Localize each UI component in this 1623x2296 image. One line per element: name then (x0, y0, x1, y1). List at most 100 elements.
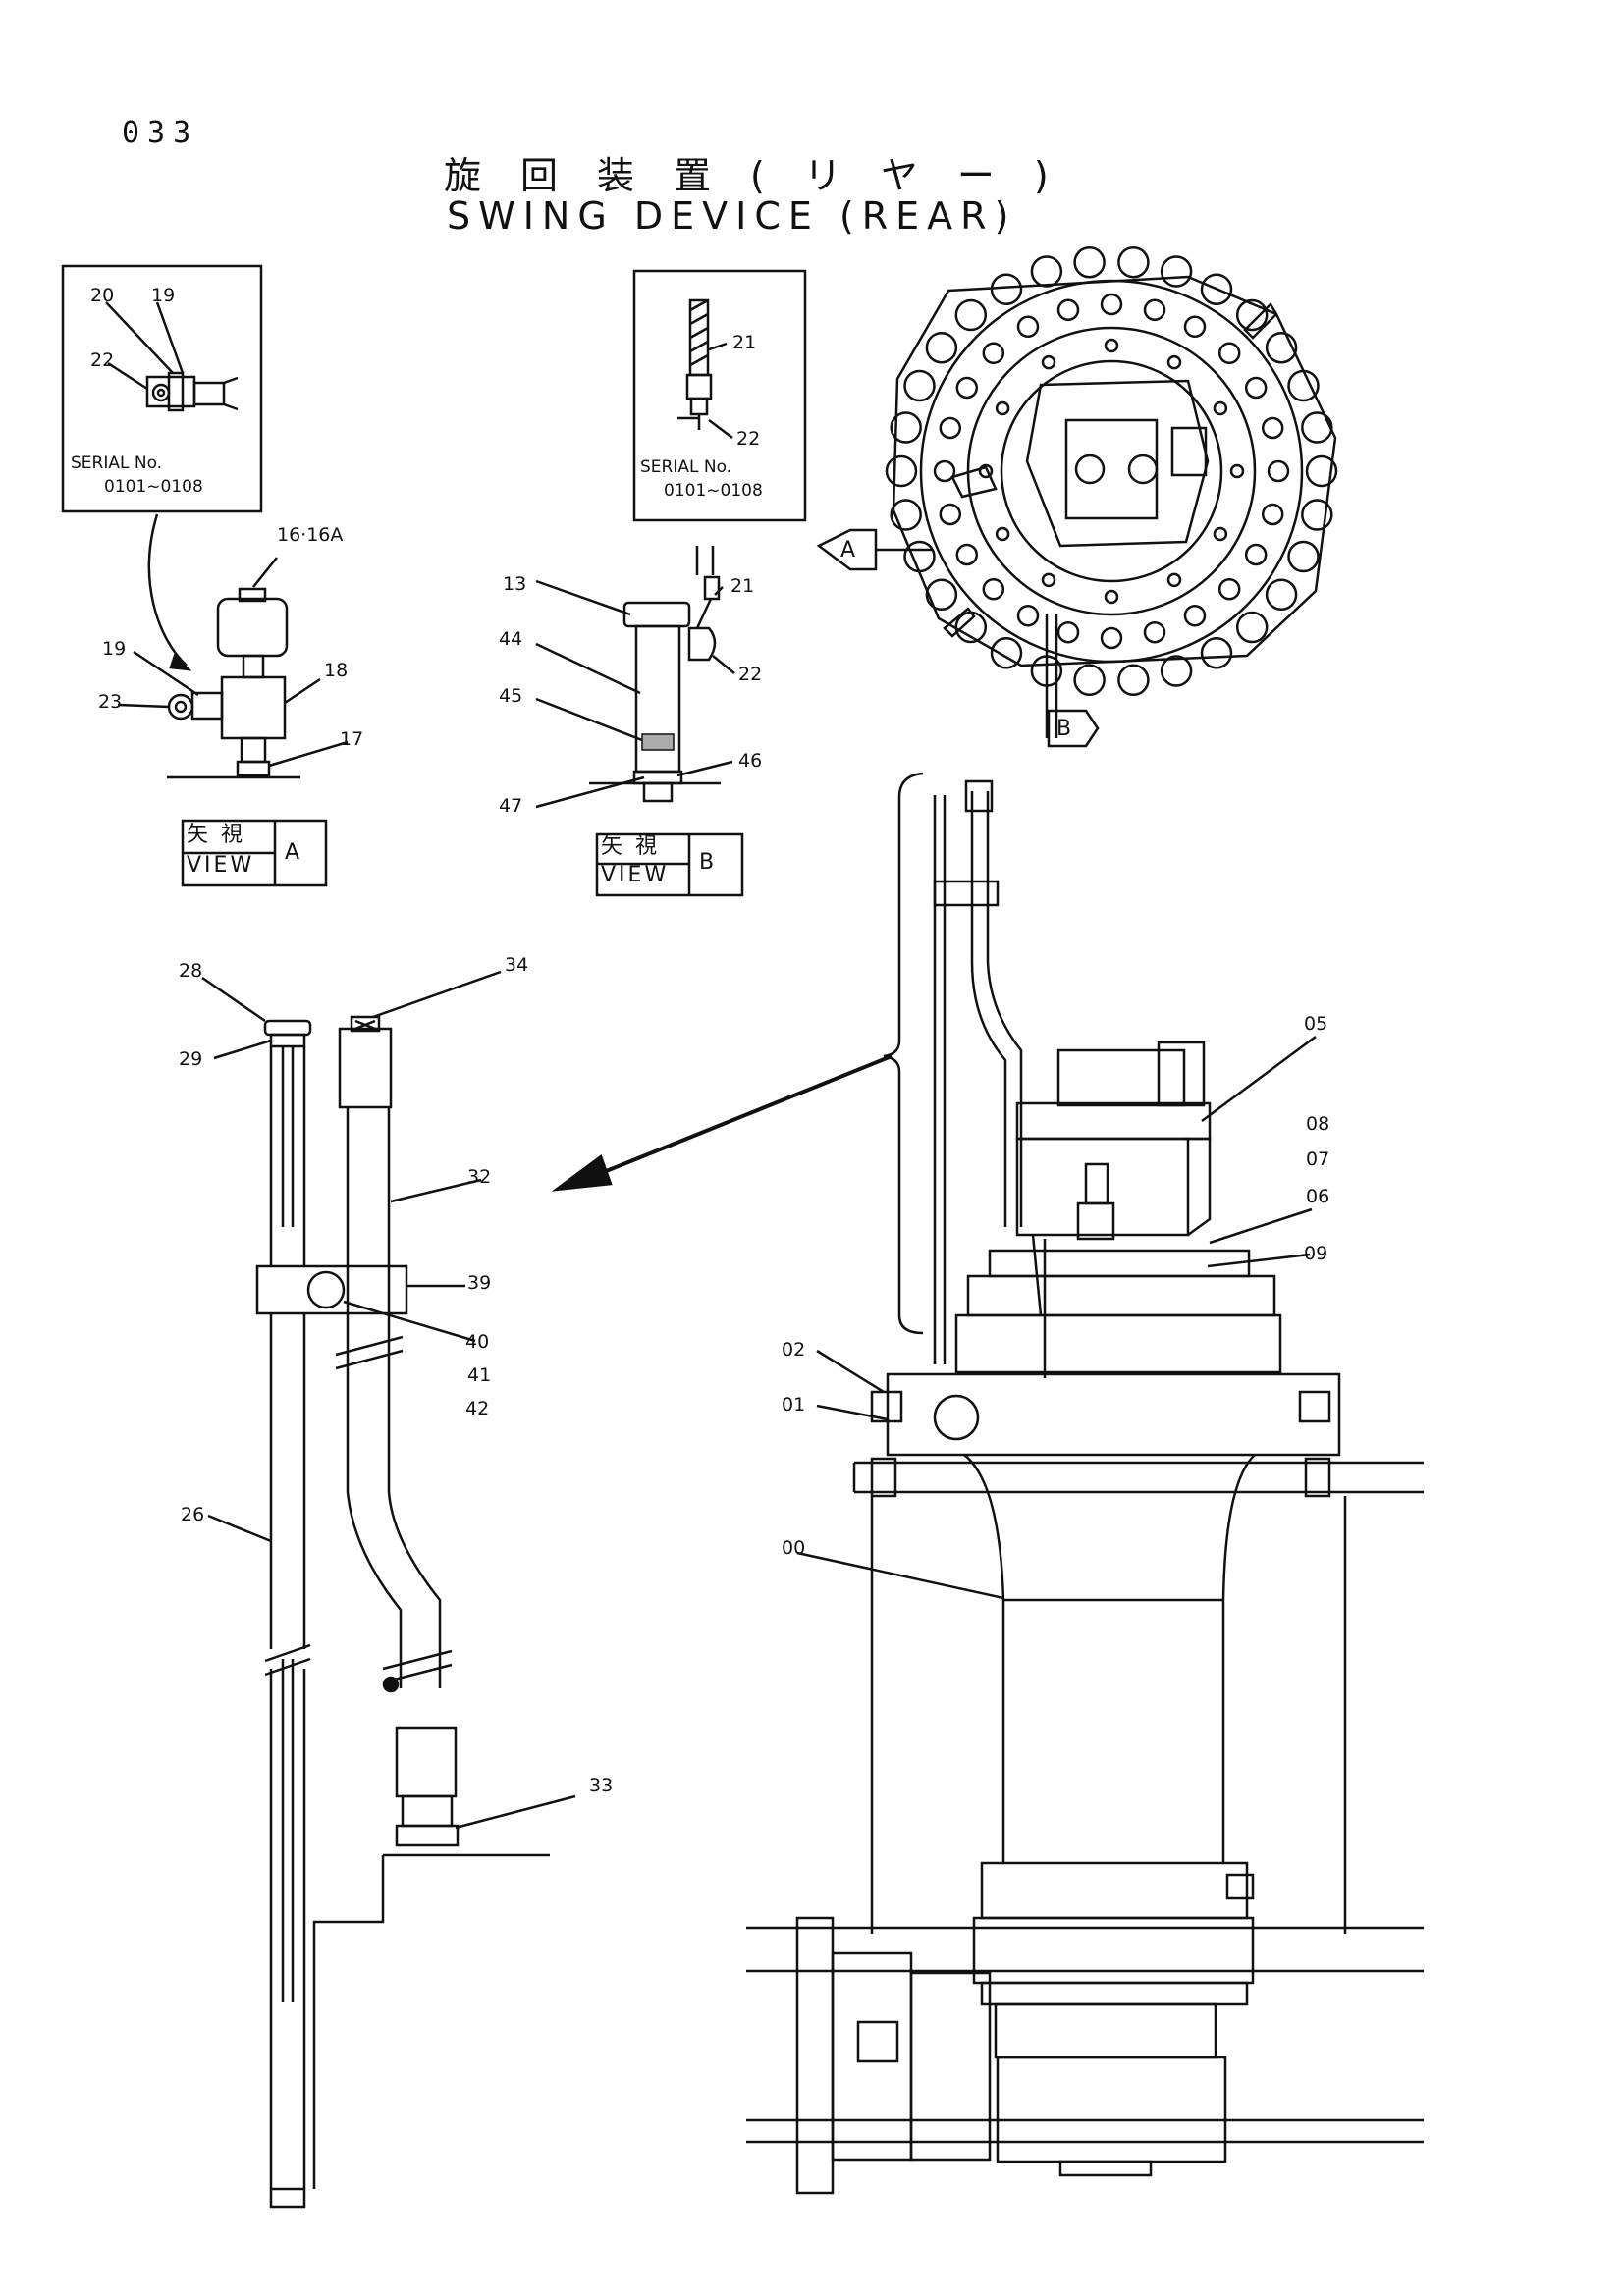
inner-bolt-hole (982, 577, 1005, 601)
outer-bolt-hole (903, 369, 936, 402)
inset-b-serial: SERIAL No. 0101~0108 (640, 455, 763, 503)
inner-bolt-hole (933, 459, 956, 483)
inner-bolt-hole (982, 342, 1005, 365)
inset-b-frame (632, 269, 807, 522)
main-assembly (746, 779, 1424, 2195)
callout-39: 39 (467, 1272, 492, 1294)
inner-bolt-hole (1056, 620, 1080, 644)
outer-bolt-hole (1305, 454, 1338, 488)
center-bolt-hole (995, 526, 1010, 542)
outer-bolt-hole (1265, 578, 1298, 612)
inner-bolt-hole (1100, 626, 1123, 650)
center-bolt-hole (1166, 572, 1182, 588)
inner-bolt-hole (1100, 293, 1123, 316)
view-a-jp: 矢 視 (187, 823, 245, 847)
view-a-assembly (117, 557, 349, 779)
callout-05: 05 (1304, 1013, 1328, 1035)
outer-bolt-hole (925, 578, 958, 612)
inner-bolt-hole (1217, 342, 1241, 365)
callout-28: 28 (179, 960, 203, 982)
inner-bolt-hole (1016, 315, 1040, 339)
title-japanese: 旋回装置(リヤー) (444, 154, 1088, 197)
inner-bolt-hole (1217, 577, 1241, 601)
callout-33: 33 (589, 1775, 614, 1796)
callout-22-inset: 22 (90, 349, 115, 371)
center-bolt-hole (1213, 526, 1228, 542)
center-bolt-hole (1041, 354, 1056, 370)
callout-22: 22 (738, 664, 763, 685)
inner-bolt-hole (939, 416, 962, 440)
outer-bolt-hole (1200, 637, 1233, 669)
callout-47: 47 (499, 795, 523, 817)
view-a-letter: A (285, 840, 303, 865)
inner-bolt-hole (1261, 503, 1284, 526)
view-a-en: VIEW (187, 853, 255, 878)
outer-bolt-hole (1030, 655, 1063, 687)
outer-bolt-hole (990, 273, 1023, 305)
view-b-label: 矢 視 VIEW (601, 836, 669, 886)
outer-bolt-hole (1235, 611, 1269, 644)
view-a-label: 矢 視 VIEW (187, 825, 254, 877)
outer-bolt-hole (954, 611, 988, 644)
callout-29: 29 (179, 1048, 203, 1070)
inner-bolt-hole (1143, 298, 1166, 322)
callout-46: 46 (738, 750, 763, 772)
view-b-jp: 矢 視 (601, 834, 660, 859)
callout-08: 08 (1306, 1113, 1330, 1135)
outer-bolt-hole (1160, 255, 1193, 288)
callout-16: 16·16A (277, 524, 344, 546)
inner-bolt-hole (955, 376, 979, 400)
outer-bolt-hole (1200, 273, 1233, 305)
callout-21: 21 (730, 575, 755, 597)
arrow-a-label: A (840, 538, 856, 562)
callout-42: 42 (465, 1398, 490, 1419)
center-bolt-hole (1041, 572, 1056, 588)
callout-09: 09 (1304, 1243, 1328, 1264)
inner-bolt-hole (1244, 543, 1268, 566)
center-bolt-hole (1213, 400, 1228, 416)
inner-bolt-hole (1261, 416, 1284, 440)
outer-bolt-hole (1265, 331, 1298, 364)
callout-06: 06 (1306, 1186, 1330, 1207)
outer-bolt-hole (1287, 369, 1320, 402)
callout-07: 07 (1306, 1148, 1330, 1170)
inner-bolt-hole (1183, 604, 1207, 627)
callout-23: 23 (98, 691, 123, 713)
inner-bolt-hole (1056, 298, 1080, 322)
center-bolt-hole (1229, 463, 1245, 479)
center-bolt-hole (995, 400, 1010, 416)
outer-bolt-hole (990, 637, 1023, 669)
inner-bolt-hole (1016, 604, 1040, 627)
outer-bolt-hole (954, 298, 988, 332)
inner-bolt-hole (1267, 459, 1290, 483)
inset-a-serial: SERIAL No. 0101~0108 (71, 452, 203, 499)
page-number: 033 (122, 116, 199, 150)
top-view-disc (885, 245, 1338, 738)
arrow-b-label: B (1056, 717, 1072, 741)
callout-21-inset: 21 (732, 332, 757, 353)
outer-bolt-hole (890, 499, 922, 531)
inner-bolt-hole (955, 543, 979, 566)
callout-45: 45 (499, 685, 523, 707)
callout-26: 26 (181, 1504, 205, 1525)
view-b-letter: B (699, 850, 718, 875)
inset-b-serial-range: 0101~0108 (664, 481, 763, 501)
outer-bolt-hole (1073, 664, 1106, 697)
callout-20: 20 (90, 285, 115, 306)
outer-bolt-hole (890, 411, 922, 444)
inset-a-frame (61, 264, 263, 513)
outer-bolt-hole (1301, 499, 1333, 531)
callout-19: 19 (102, 638, 127, 660)
inner-bolt-hole (1143, 620, 1166, 644)
title-english: SWING DEVICE (REAR) (447, 194, 1017, 238)
callout-40: 40 (465, 1331, 490, 1353)
outer-bolt-hole (1117, 664, 1150, 697)
center-bolt-hole (1104, 589, 1119, 605)
outer-bolt-hole (1287, 540, 1320, 573)
inner-bolt-hole (939, 503, 962, 526)
inner-bolt-hole (1183, 315, 1207, 339)
view-b-en: VIEW (601, 863, 670, 887)
inset-b-serial-label: SERIAL No. (640, 457, 732, 477)
inset-a-serial-range: 0101~0108 (104, 477, 203, 497)
